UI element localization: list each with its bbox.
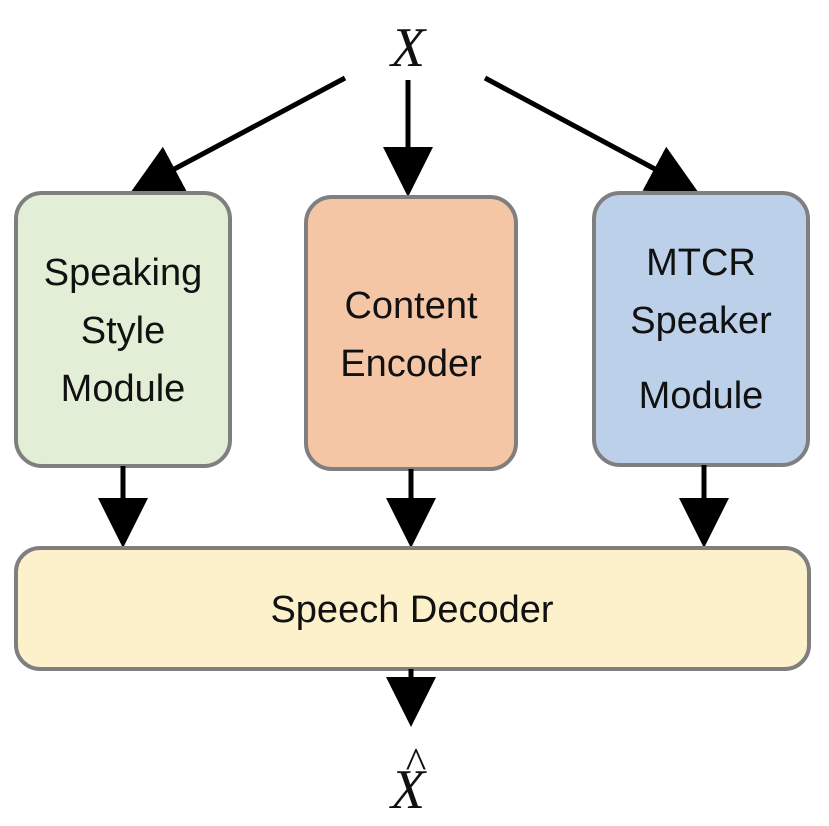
content-encoder-label-line2: Encoder — [340, 343, 482, 385]
output-symbol: ^ X — [389, 739, 428, 821]
mtcr-speaker-label-line1: MTCR — [646, 242, 756, 284]
content-encoder-label-line1: Content — [344, 285, 478, 327]
speaking-style-module: Speaking Style Module — [14, 191, 232, 468]
mtcr-speaker-module: MTCR Speaker Module — [592, 191, 810, 467]
arrow-x-to-speaking-style — [130, 75, 347, 193]
arrow-x-to-mtcr-speaker — [483, 75, 699, 193]
speaking-style-label-line3: Module — [61, 368, 186, 410]
content-encoder-box — [304, 195, 518, 471]
content-encoder-module: Content Encoder — [304, 195, 518, 471]
mtcr-speaker-box — [592, 191, 810, 467]
mtcr-speaker-label-line3: Module — [639, 375, 764, 417]
output-x: X — [389, 759, 428, 821]
speech-decoder: Speech Decoder — [14, 546, 811, 671]
output-hat: ^ — [405, 739, 426, 788]
mtcr-speaker-label-line2: Speaker — [630, 300, 772, 342]
speaking-style-label-line2: Style — [81, 310, 165, 352]
input-symbol: X — [389, 17, 428, 79]
speaking-style-label-line1: Speaking — [44, 252, 202, 294]
speech-decoder-label: Speech Decoder — [270, 589, 553, 631]
